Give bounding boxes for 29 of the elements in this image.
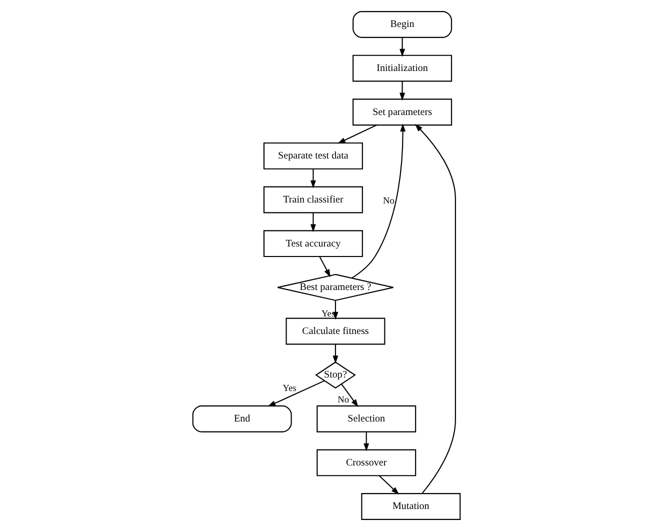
edge-label: No [337, 395, 349, 406]
node-box: Calculate fitness [285, 318, 385, 345]
arrow [336, 124, 376, 144]
node-box: Crossover [316, 449, 416, 476]
node-box: Set parameters [352, 98, 452, 126]
arrow [340, 384, 358, 408]
arrow [378, 475, 399, 495]
arrow [363, 432, 369, 452]
arrow [310, 168, 316, 188]
node-box: Test accuracy [262, 230, 362, 258]
arrow [399, 37, 405, 57]
node-box: Initialization [352, 54, 452, 82]
arrow [318, 256, 330, 278]
arrow [351, 124, 406, 278]
arrow [267, 380, 324, 407]
node-box: Separate test data [262, 142, 362, 170]
node-box: Selection [316, 405, 416, 432]
node-diamond: Best parameters ? [276, 274, 394, 301]
edge-label: Yes [282, 384, 296, 394]
node-diamond: Stop? [314, 361, 356, 389]
node-box: End [192, 405, 292, 432]
arrow [414, 124, 456, 494]
arrow [310, 212, 316, 232]
arrow [332, 344, 338, 364]
node-box: Train classifier [262, 186, 362, 214]
arrow [399, 81, 405, 101]
node-box: Begin [352, 11, 452, 38]
node-box: Mutation [360, 493, 460, 520]
edge-label: No [382, 196, 394, 206]
